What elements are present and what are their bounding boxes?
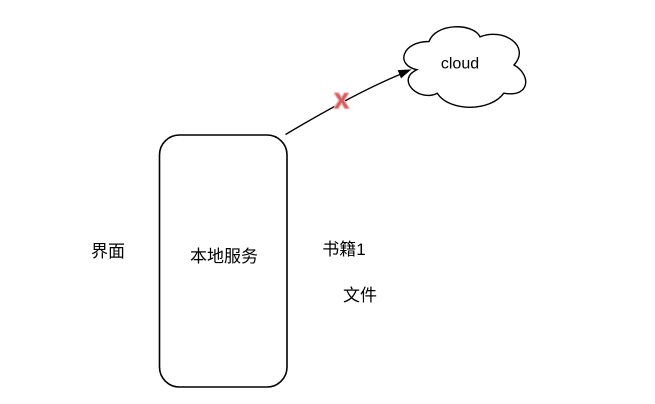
file-label: 文件	[343, 285, 377, 305]
broken-link-x-marker: X	[334, 90, 348, 113]
cloud-shape	[403, 26, 527, 108]
local-service-label: 本地服务	[190, 246, 258, 266]
connector-arrow	[285, 73, 402, 136]
cloud-label: cloud	[440, 55, 480, 73]
interface-label: 界面	[91, 241, 125, 261]
book1-label: 书籍1	[322, 239, 366, 259]
local-service-node	[158, 134, 288, 388]
connector-arrowhead	[397, 69, 412, 79]
